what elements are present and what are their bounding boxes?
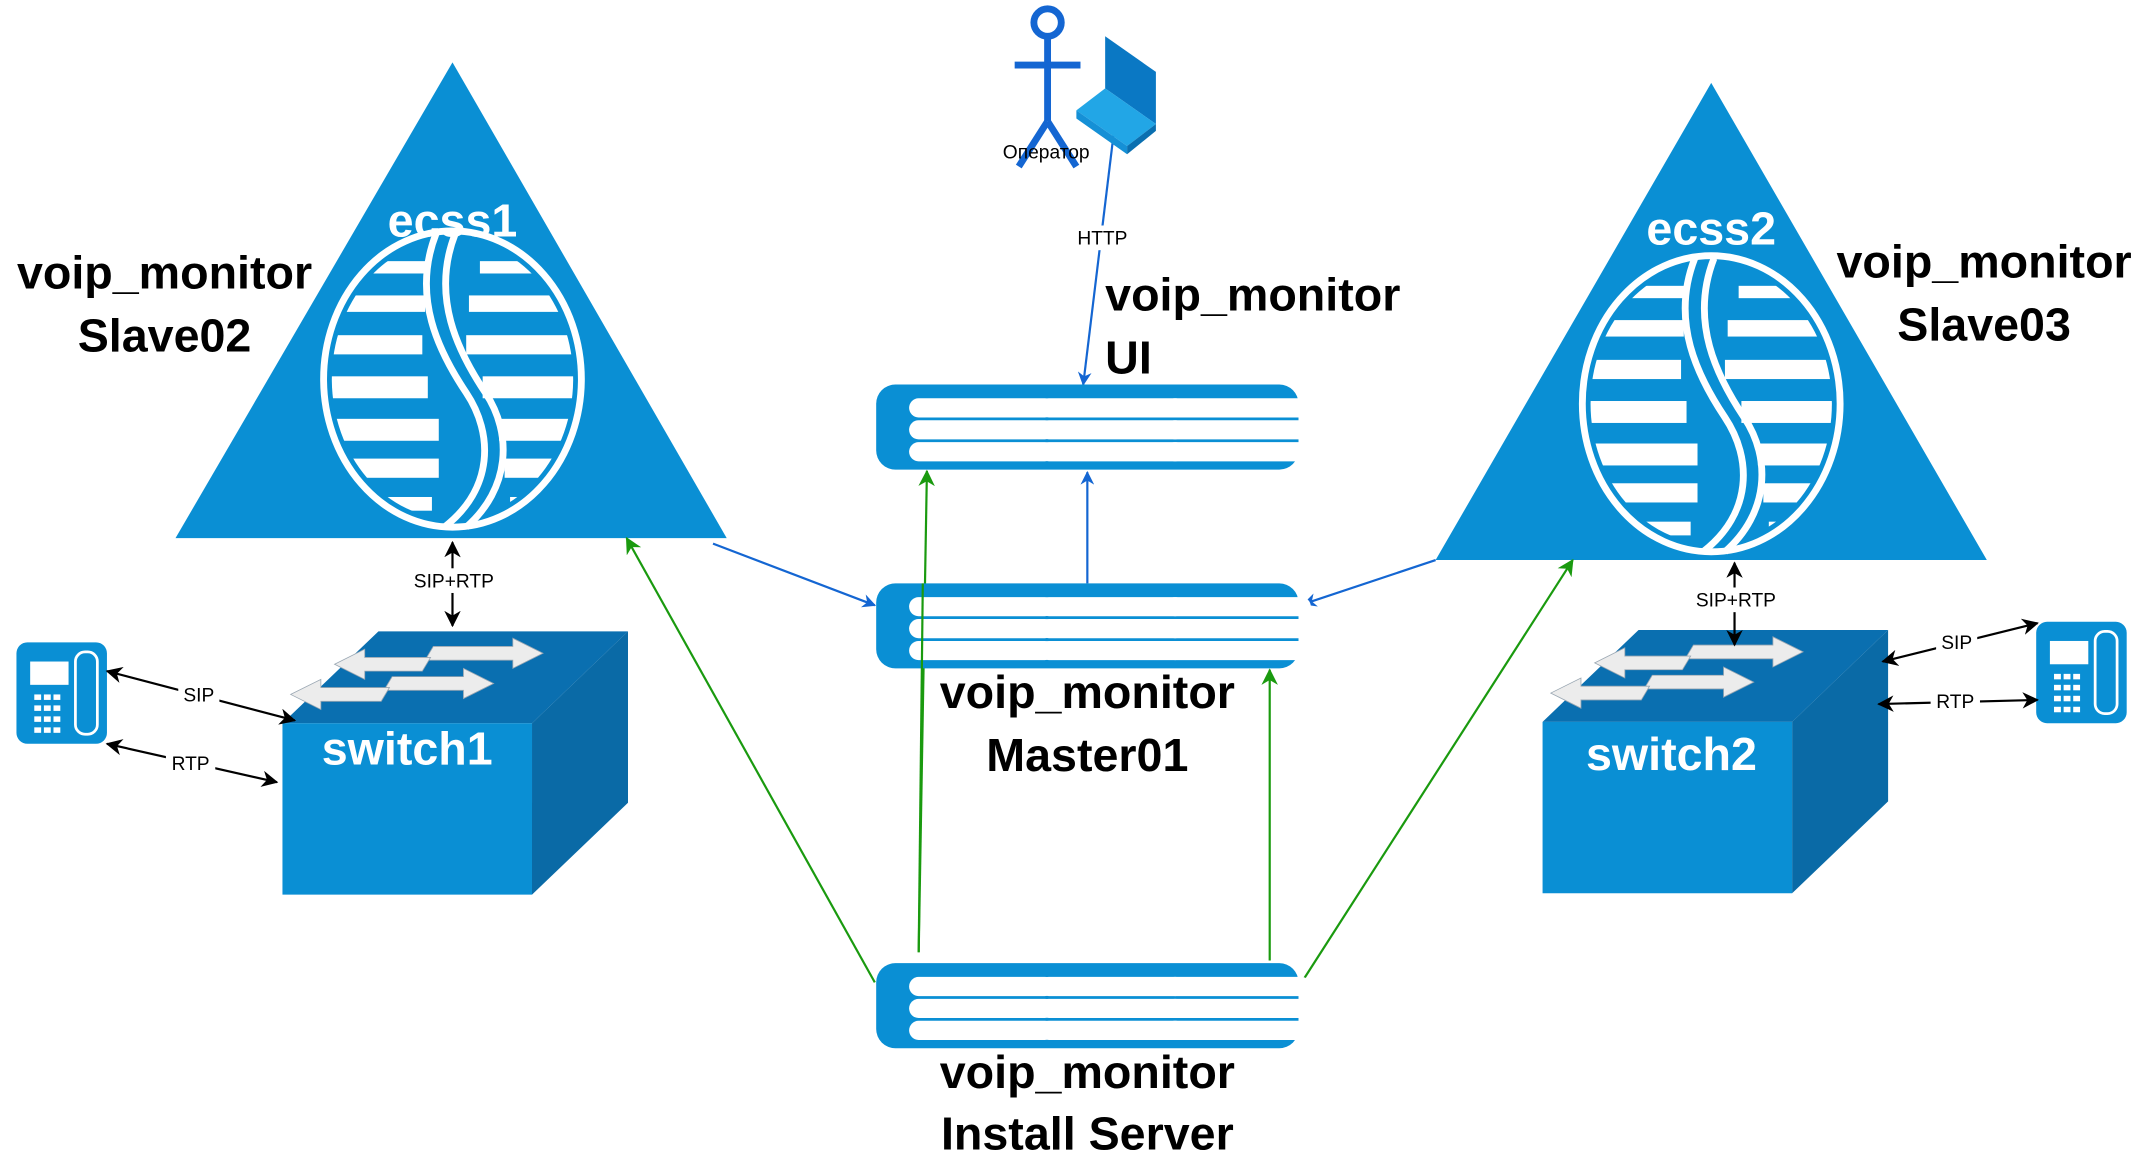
master-label-line1: voip_monitor [940,666,1235,718]
phone-left[interactable] [15,640,109,746]
slave02-label-line2: Slave02 [78,310,252,362]
switch1-node[interactable]: switch1 [282,630,629,896]
sip-rtp-left-label: SIP+RTP [414,571,494,592]
switch2-title: switch2 [1586,728,1757,780]
sip-left-label: SIP [183,685,214,706]
edge-ecss2-to-master [1302,559,1436,607]
ui-label-line1: voip_monitor [1105,269,1400,321]
ecss2-title: ecss2 [1646,203,1776,255]
edge-ecss1-to-master [712,542,877,608]
laptop-icon[interactable] [1076,36,1156,155]
switch2-node[interactable]: switch2 [1542,629,1889,894]
master-server-node[interactable] [876,583,1311,669]
server-icon [876,963,1311,1049]
install-label-line2: Install Server [941,1108,1234,1160]
switch1-title: switch1 [322,722,493,774]
master-label-line2: Master01 [986,729,1188,781]
server-icon [876,583,1311,669]
install-label-line1: voip_monitor [940,1046,1235,1098]
slave02-label-line1: voip_monitor [17,247,312,299]
rtp-left-label: RTP [172,754,210,775]
rtp-right-label: RTP [1936,692,1974,713]
ecss1-node[interactable]: ecss1 [175,62,727,539]
ecss1-title: ecss1 [388,194,518,246]
slave03-label-line2: Slave03 [1897,299,2071,351]
sip-rtp-right-label: SIP+RTP [1696,591,1776,612]
operator-actor-icon [1014,5,1081,169]
server-icon [876,384,1311,470]
ecss2-triangle [1435,82,1987,561]
ui-label-line2: UI [1105,332,1152,384]
ecss1-triangle [175,62,727,539]
ecss2-node[interactable]: ecss2 [1435,82,1987,561]
phone-icon [15,640,109,746]
install-server-node[interactable] [876,963,1311,1049]
edge-install-to-ecss2 [1298,558,1574,986]
phone-right[interactable] [2034,620,2129,725]
slave03-label-line1: voip_monitor [1836,236,2131,288]
http-edge-label: HTTP [1077,229,1127,250]
operator-label: Оператор [1003,142,1090,163]
sip-right-label: SIP [1941,633,1972,654]
ui-server-node[interactable] [876,384,1311,470]
edge-install-to-ecss1 [625,536,876,983]
phone-icon [2034,620,2129,725]
